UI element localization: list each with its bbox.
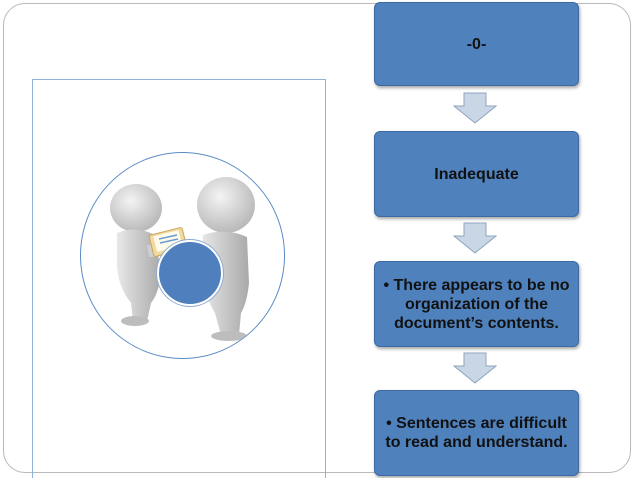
down-arrow-icon [453,222,497,254]
step-box-3: • There appears to be no organization of… [374,261,579,347]
step-label-1: -0- [466,35,487,53]
down-arrow-icon [453,352,497,384]
step-label-2: Inadequate [434,165,519,183]
step-box-4: • Sentences are difficult to read and un… [374,390,579,476]
down-arrow-icon [453,92,497,124]
center-circle [157,240,223,306]
step-box-1: -0- [374,2,579,86]
picture-frame [32,79,326,478]
step-box-2: Inadequate [374,131,579,217]
step-label-3: • There appears to be no organization of… [383,276,570,332]
step-label-4: • Sentences are difficult to read and un… [385,415,568,451]
